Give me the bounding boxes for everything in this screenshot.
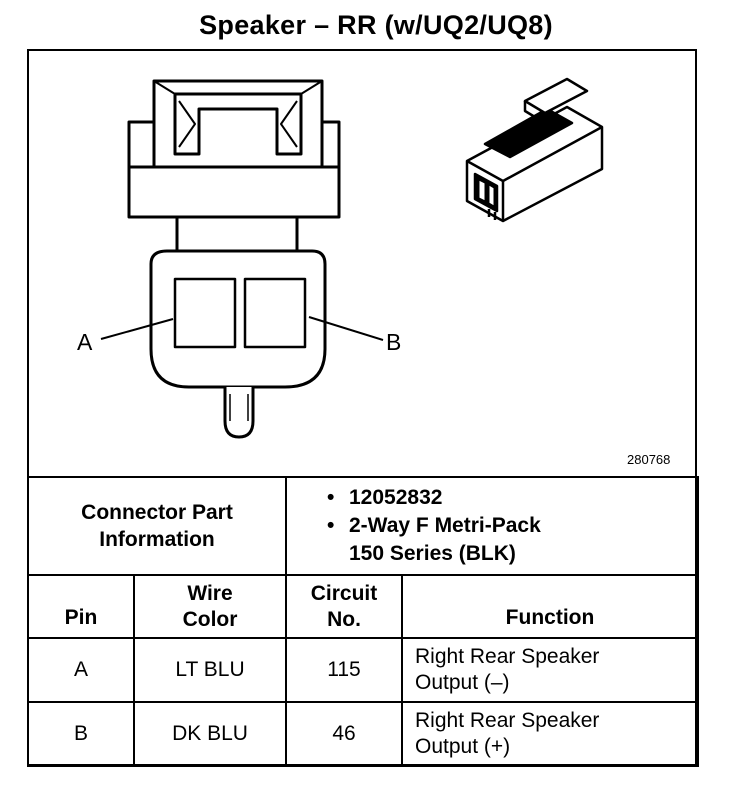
row-wire-color: DK BLU — [133, 701, 287, 767]
cavity-b — [243, 277, 307, 349]
connector-crossbar — [127, 165, 341, 219]
header-circuit: Circuit No. — [285, 574, 403, 639]
connector-info-details: • 12052832 • 2-Way F Metri-Pack 150 Series… — [285, 476, 699, 576]
header-pin: Pin — [27, 574, 135, 639]
row-function: Right Rear Speaker Output (–) — [401, 637, 699, 703]
row-function: Right Rear Speaker Output (+) — [401, 701, 699, 767]
connector-diagram: A B — [77, 77, 604, 439]
connector-table: Connector Part Information • 12052832 • 2-… — [27, 476, 699, 767]
figure-number: 280768 — [627, 452, 671, 467]
header-wire-color: Wire Color — [133, 574, 287, 639]
header-circuit-line1: Circuit — [310, 581, 378, 605]
connector-info-label-line1: Connector Part — [81, 501, 233, 524]
connector-description-line1: 2-Way F Metri-Pack — [349, 514, 541, 537]
leader-line-b — [308, 316, 384, 341]
table-row: B DK BLU 46 Right Rear Speaker Output (+… — [27, 701, 699, 767]
row-function-line1: Right Rear Speaker — [415, 709, 600, 732]
row-function-line2: Output (+) — [415, 735, 511, 758]
connector-isometric-view — [465, 77, 604, 223]
connector-neck — [175, 215, 299, 253]
row-function-line2: Output (–) — [415, 671, 510, 694]
pin-label-b: B — [386, 329, 401, 355]
connector-info-label: Connector Part Information — [27, 476, 287, 576]
header-wire-color-line2: Color — [182, 607, 238, 631]
table-row: A LT BLU 115 Right Rear Speaker Output (… — [27, 637, 699, 703]
header-circuit-line2: No. — [327, 607, 361, 631]
table-header-row: Pin Wire Color Circuit No. Function — [27, 574, 699, 639]
connector-info-row: Connector Part Information • 12052832 • 2-… — [27, 476, 699, 576]
terminal-stub — [223, 387, 255, 439]
header-wire-color-line1: Wire — [187, 581, 233, 605]
row-function-line1: Right Rear Speaker — [415, 645, 600, 668]
pin-label-a: A — [77, 329, 93, 355]
row-circuit: 46 — [285, 701, 403, 767]
row-circuit: 115 — [285, 637, 403, 703]
part-number: 12052832 — [349, 486, 443, 509]
row-wire-color: LT BLU — [133, 637, 287, 703]
bullet: • — [327, 514, 335, 537]
header-function: Function — [401, 574, 699, 639]
leader-line-a — [100, 318, 174, 340]
page-title: Speaker – RR (w/UQ2/UQ8) — [199, 10, 553, 40]
connector-info-label-line2: Information — [99, 528, 215, 551]
row-pin: A — [27, 637, 135, 703]
bullet: • — [327, 486, 335, 509]
connector-description-line2: 150 Series (BLK) — [349, 542, 516, 565]
row-pin: B — [27, 701, 135, 767]
cavity-a — [173, 277, 237, 349]
